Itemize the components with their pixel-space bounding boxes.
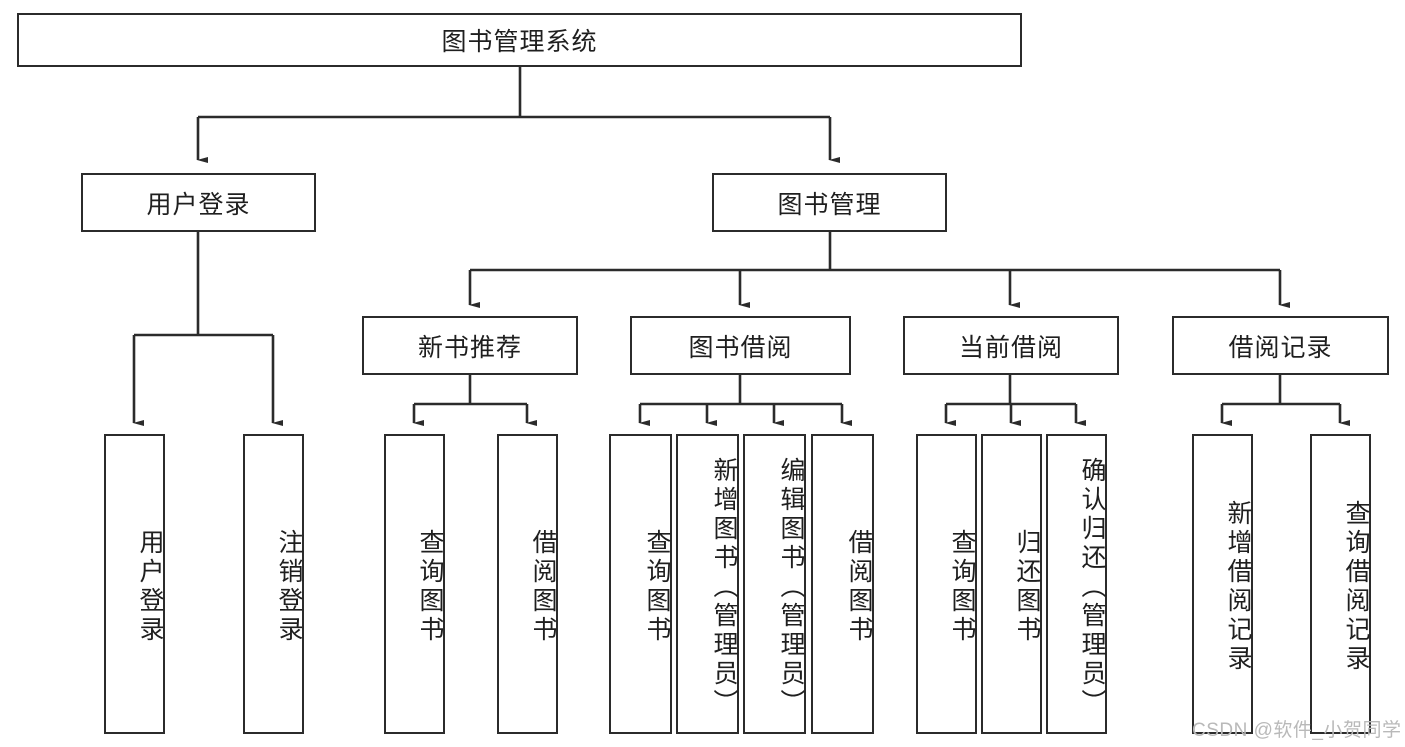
node-root-label: 图书管理系统 [441,28,598,56]
leaf-query-book-3[interactable]: 查询图书 [916,434,977,734]
leaf-query-book-2-label: 查询图书 [643,529,671,645]
leaf-add-book-label: 新增图书（管理员） [710,456,738,718]
leaf-confirm-return-label: 确认归还（管理员） [1078,456,1106,718]
leaf-return-book[interactable]: 归还图书 [981,434,1042,734]
leaf-add-record-label: 新增借阅记录 [1224,500,1252,674]
leaf-user-login-label: 用户登录 [136,529,164,645]
leaf-query-record[interactable]: 查询借阅记录 [1310,434,1371,734]
leaf-query-book-1[interactable]: 查询图书 [384,434,445,734]
node-book-borrow-label: 图书借阅 [688,333,793,362]
node-book-management[interactable]: 图书管理 [712,173,947,232]
leaf-query-book-3-label: 查询图书 [948,529,976,645]
leaf-user-login[interactable]: 用户登录 [104,434,165,734]
node-current-borrow[interactable]: 当前借阅 [903,316,1119,375]
node-book-management-label: 图书管理 [777,190,882,219]
leaf-query-book-1-label: 查询图书 [416,529,444,645]
leaf-query-record-label: 查询借阅记录 [1342,500,1370,674]
leaf-borrow-book-2[interactable]: 借阅图书 [811,434,874,734]
leaf-logout-label: 注销登录 [275,529,303,645]
node-user-login[interactable]: 用户登录 [81,173,316,232]
leaf-borrow-book-1[interactable]: 借阅图书 [497,434,558,734]
leaf-borrow-book-1-label: 借阅图书 [529,529,557,645]
leaf-edit-book[interactable]: 编辑图书（管理员） [743,434,806,734]
node-borrow-record-label: 借阅记录 [1228,333,1333,362]
leaf-query-book-2[interactable]: 查询图书 [609,434,672,734]
node-new-book-recommend[interactable]: 新书推荐 [362,316,578,375]
csdn-watermark: CSDN @软件_小贺同学 [1192,720,1402,741]
leaf-logout[interactable]: 注销登录 [243,434,304,734]
node-user-login-label: 用户登录 [146,190,251,219]
node-book-borrow[interactable]: 图书借阅 [630,316,851,375]
leaf-borrow-book-2-label: 借阅图书 [845,529,873,645]
leaf-confirm-return[interactable]: 确认归还（管理员） [1046,434,1107,734]
leaf-add-book[interactable]: 新增图书（管理员） [676,434,739,734]
node-root[interactable]: 图书管理系统 [17,13,1022,67]
leaf-return-book-label: 归还图书 [1013,529,1041,645]
node-current-borrow-label: 当前借阅 [958,333,1063,362]
node-borrow-record[interactable]: 借阅记录 [1172,316,1389,375]
node-new-book-recommend-label: 新书推荐 [417,333,522,362]
leaf-add-record[interactable]: 新增借阅记录 [1192,434,1253,734]
leaf-edit-book-label: 编辑图书（管理员） [777,456,805,718]
